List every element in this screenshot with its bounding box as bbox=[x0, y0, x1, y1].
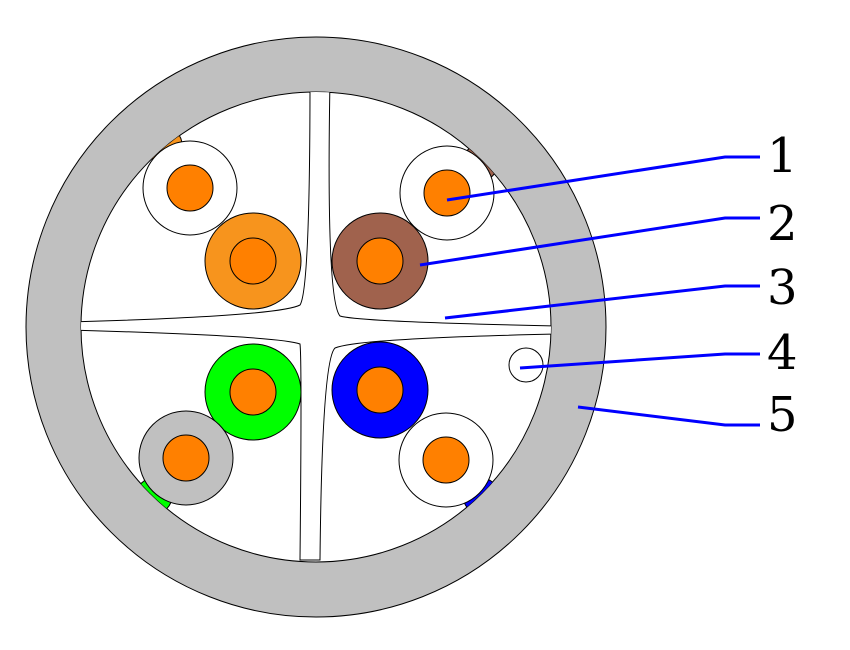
pair-orange bbox=[142, 140, 302, 310]
callout-label-2: 2 bbox=[767, 196, 798, 252]
conductor bbox=[423, 169, 471, 217]
conductor bbox=[229, 368, 277, 416]
rip-cord bbox=[508, 347, 544, 383]
leader-line-5 bbox=[577, 405, 760, 427]
leader-line-1 bbox=[446, 155, 760, 202]
pair-brown bbox=[331, 145, 495, 310]
conductor bbox=[162, 434, 210, 482]
leader-line-4 bbox=[519, 352, 760, 370]
leader-lines bbox=[419, 155, 760, 427]
pair-blue bbox=[331, 341, 494, 508]
callout-label-1: 1 bbox=[767, 128, 798, 184]
leader-line-2 bbox=[419, 216, 760, 267]
conductor bbox=[229, 237, 277, 285]
pair-green bbox=[138, 343, 302, 506]
conductor bbox=[422, 436, 470, 484]
leader-line-3 bbox=[444, 284, 760, 320]
conductor bbox=[166, 164, 214, 212]
callout-label-4: 4 bbox=[767, 325, 798, 381]
conductor bbox=[356, 237, 404, 285]
callout-label-3: 3 bbox=[767, 260, 798, 316]
cross-separator bbox=[81, 92, 551, 561]
conductor bbox=[356, 366, 404, 414]
callout-label-5: 5 bbox=[767, 387, 798, 443]
